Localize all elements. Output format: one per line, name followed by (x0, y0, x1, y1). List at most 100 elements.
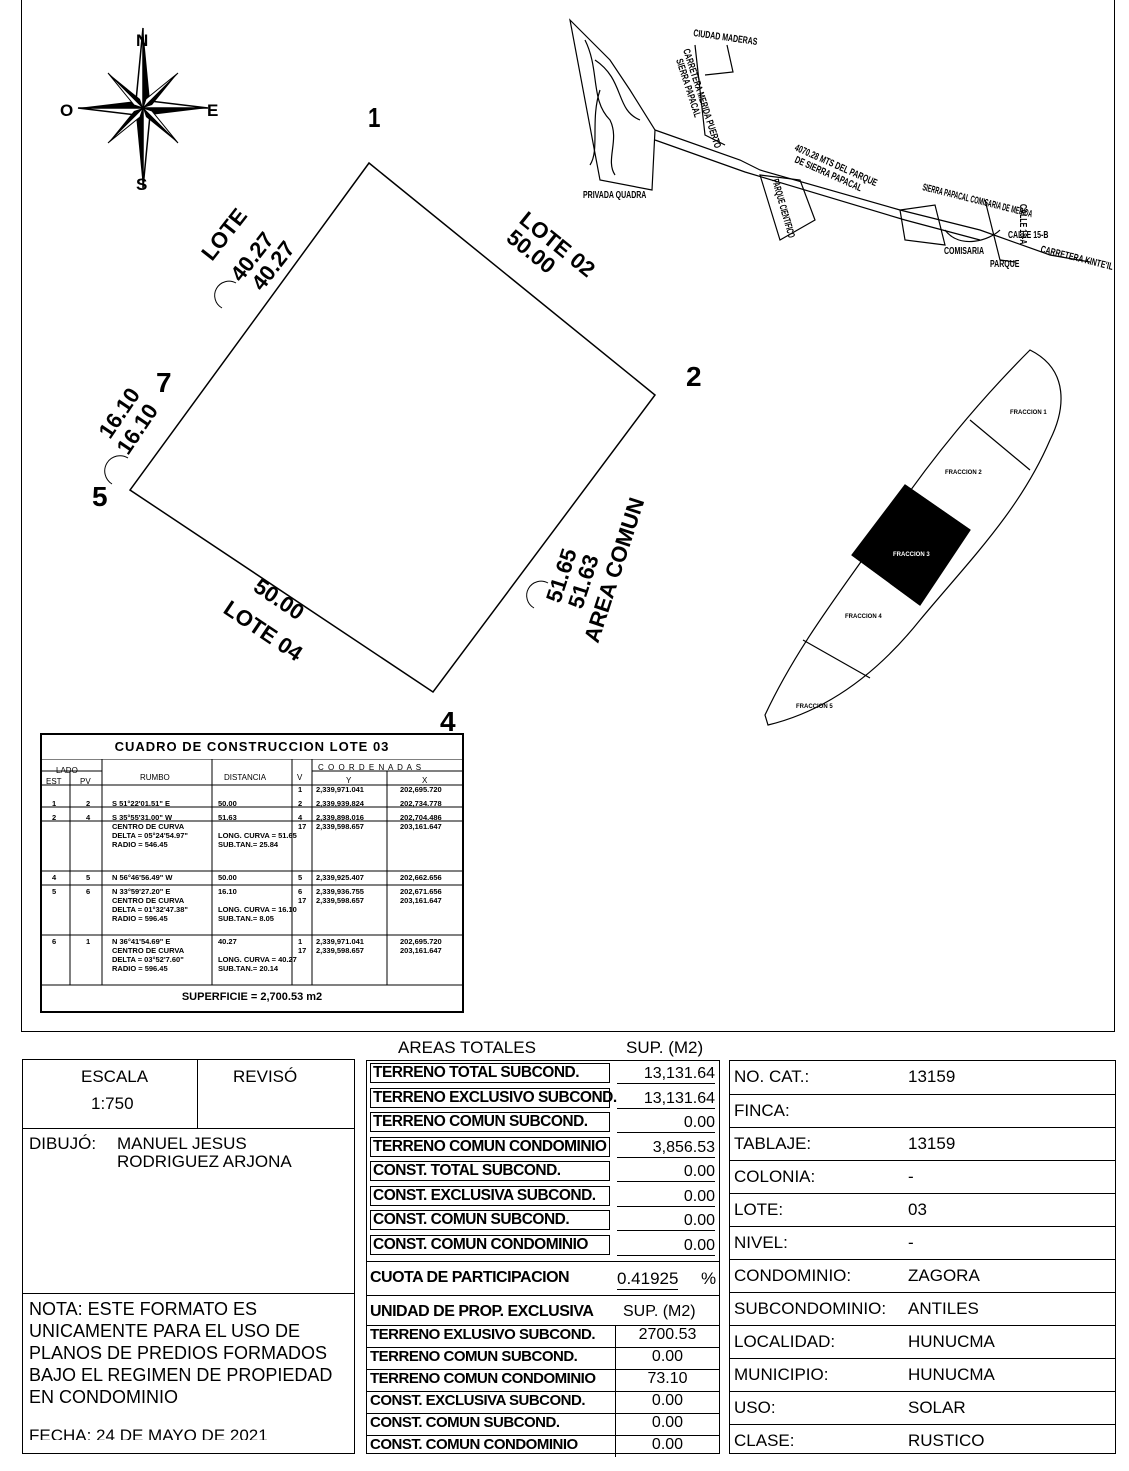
map-comisaria2: COMISARIA (944, 245, 984, 257)
unidad-row-label: CONST. EXCLUSIVA SUBCOND. (367, 1391, 615, 1413)
compass-e: E (207, 101, 218, 120)
info-row: NIVEL:- (730, 1226, 1115, 1259)
ct-cell-dist: 50.00 (218, 799, 237, 808)
area-row-label: CONST. TOTAL SUBCOND. (370, 1161, 610, 1181)
cuota-label: CUOTA DE PARTICIPACION (370, 1269, 570, 1286)
info-key: TABLAJE: (734, 1134, 812, 1153)
info-key: LOTE: (734, 1200, 784, 1219)
curve-arc-left (104, 455, 129, 485)
info-key: LOCALIDAD: (734, 1332, 836, 1351)
ct-cell-est: 2 (52, 813, 57, 822)
ct-cell-dist: 50.00 (218, 873, 237, 882)
area-row-value: 3,856.53 (617, 1139, 715, 1158)
ct-cell-dist: 16.10 LONG. CURVA = 16.10 SUB.TAN.= 8.05 (218, 887, 297, 923)
info-key: NIVEL: (734, 1233, 788, 1252)
ct-cell-pv: 6 (86, 887, 91, 896)
hdr-est: EST (46, 777, 62, 786)
ct-cell-dist: 40.27 LONG. CURVA = 40.27 SUB.TAN.= 20.1… (218, 937, 297, 973)
info-value: HUNUCMA (908, 1332, 995, 1351)
lot-polygon (128, 161, 657, 694)
unidad-row-label: CONST. COMUN SUBCOND. (367, 1413, 615, 1435)
area-row-label: TERRENO TOTAL SUBCOND. (370, 1063, 610, 1083)
curve-arc-left-top (214, 280, 237, 309)
area-row-label: CONST. COMUN SUBCOND. (370, 1210, 610, 1230)
ct-cell-x: 202,704.486 203,161.647 (400, 813, 442, 831)
vertex-5: 5 (92, 481, 108, 512)
info-value: RUSTICO (908, 1431, 985, 1450)
info-key: FINCA: (734, 1101, 790, 1120)
info-row: MUNICIPIO:HUNUCMA (730, 1358, 1115, 1391)
construction-table-grid (42, 759, 462, 986)
map-calle15: CALLE 15-B (1008, 229, 1048, 241)
hdr-lado: LADO (56, 766, 78, 775)
ct-cell-v: 1 (298, 785, 303, 794)
info-row: SUBCONDOMINIO: ANTILES (730, 1292, 1115, 1325)
area-row-label: TERRENO COMUN CONDOMINIO (370, 1136, 610, 1157)
info-row: COLONIA: - (730, 1160, 1115, 1193)
info-row: LOCALIDAD: HUNUCMA (730, 1325, 1115, 1358)
hdr-coord: C O O R D E N A D A S (318, 763, 423, 772)
ct-cell-pv: 1 (86, 937, 91, 946)
ct-cell-est: 1 (52, 799, 57, 808)
ct-cell-y: 2,339,898.016 2,339,598.657 (316, 813, 364, 831)
map-calle18: CALLE 18-A (1018, 204, 1030, 244)
info-key: COLONIA: (734, 1167, 816, 1186)
fraccion-3: FRACCION 3 (893, 552, 930, 558)
compass-rose-icon: N S E O (60, 27, 218, 194)
info-key: CONDOMINIO: (734, 1266, 852, 1285)
info-value: HUNUCMA (908, 1365, 995, 1384)
info-key: SUBCONDOMINIO: (734, 1299, 887, 1318)
fraccion-2: FRACCION 2 (945, 470, 982, 476)
unidad-row-value: 0.00 (615, 1435, 719, 1457)
unidad-row-label: TERRENO COMUN SUBCOND. (367, 1347, 615, 1369)
unidad-label: UNIDAD DE PROP. EXCLUSIVA (370, 1303, 594, 1320)
ct-cell-y: 2,339,939.824 (316, 799, 364, 808)
dibujo-line1: MANUEL JESUS (117, 1134, 247, 1153)
hdr-y: Y (346, 776, 352, 785)
ct-cell-pv: 2 (86, 799, 91, 808)
ct-cell-dist: 51.63 LONG. CURVA = 51.65 SUB.TAN.= 25.8… (218, 813, 297, 849)
info-key: CLASE: (734, 1431, 795, 1450)
info-value: - (908, 1167, 914, 1186)
cuota-value: 0.41925 (617, 1269, 679, 1290)
ct-cell-y: 2,339,925.407 (316, 873, 364, 882)
fraccion-5: FRACCION 5 (796, 704, 833, 710)
dibujo-line2: RODRIGUEZ ARJONA (117, 1152, 292, 1171)
areas-header-unit: SUP. (M2) (626, 1038, 704, 1057)
escala-value: 1:750 (91, 1094, 134, 1113)
ct-cell-pv: 4 (86, 813, 91, 822)
hdr-pv: PV (80, 777, 91, 786)
unidad-row-label: TERRENO EXLUSIVO SUBCOND. (367, 1325, 615, 1347)
location-map (569, 18, 1091, 263)
area-row-value: 0.00 (617, 1237, 715, 1256)
fractions-strip (764, 349, 1062, 726)
reviso-label: REVISÓ (233, 1067, 298, 1086)
ct-cell-v: 4 17 (298, 813, 307, 831)
map-privada: PRIVADA QUADRA (583, 189, 646, 201)
ct-cell-est: 6 (52, 937, 57, 946)
ct-cell-rumbo: N 56°46'56.49" W (112, 873, 173, 882)
escala-label: ESCALA (81, 1067, 149, 1086)
info-key: USO: (734, 1398, 776, 1417)
info-value: 13159 (908, 1067, 956, 1086)
compass-o: O (60, 101, 73, 120)
ct-cell-rumbo: N 36°41'54.69" E CENTRO DE CURVA DELTA =… (112, 937, 185, 973)
ct-cell-x: 202,662.656 (400, 873, 442, 882)
info-value: 13159 (908, 1134, 956, 1153)
info-value: SOLAR (908, 1398, 966, 1417)
area-row-value: 0.00 (617, 1163, 715, 1182)
vertex-1: 1 (368, 103, 380, 134)
drawing-frame (21, 0, 1115, 1032)
area-row-label: CONST. EXCLUSIVA SUBCOND. (370, 1185, 610, 1206)
info-value: 03 (908, 1200, 927, 1219)
area-row-label: TERRENO EXCLUSIVO SUBCOND. (370, 1087, 617, 1108)
areas-header-label: AREAS TOTALES (398, 1038, 536, 1057)
info-value: ZAGORA (908, 1266, 980, 1285)
info-value: ANTILES (908, 1299, 979, 1318)
fraccion-1: FRACCION 1 (1010, 410, 1047, 416)
unidad-row-value: 2700.53 (615, 1325, 719, 1347)
superficie-label: SUPERFICIE = 2,700.53 m2 (181, 991, 323, 1003)
ct-cell-v: 5 (298, 873, 303, 882)
